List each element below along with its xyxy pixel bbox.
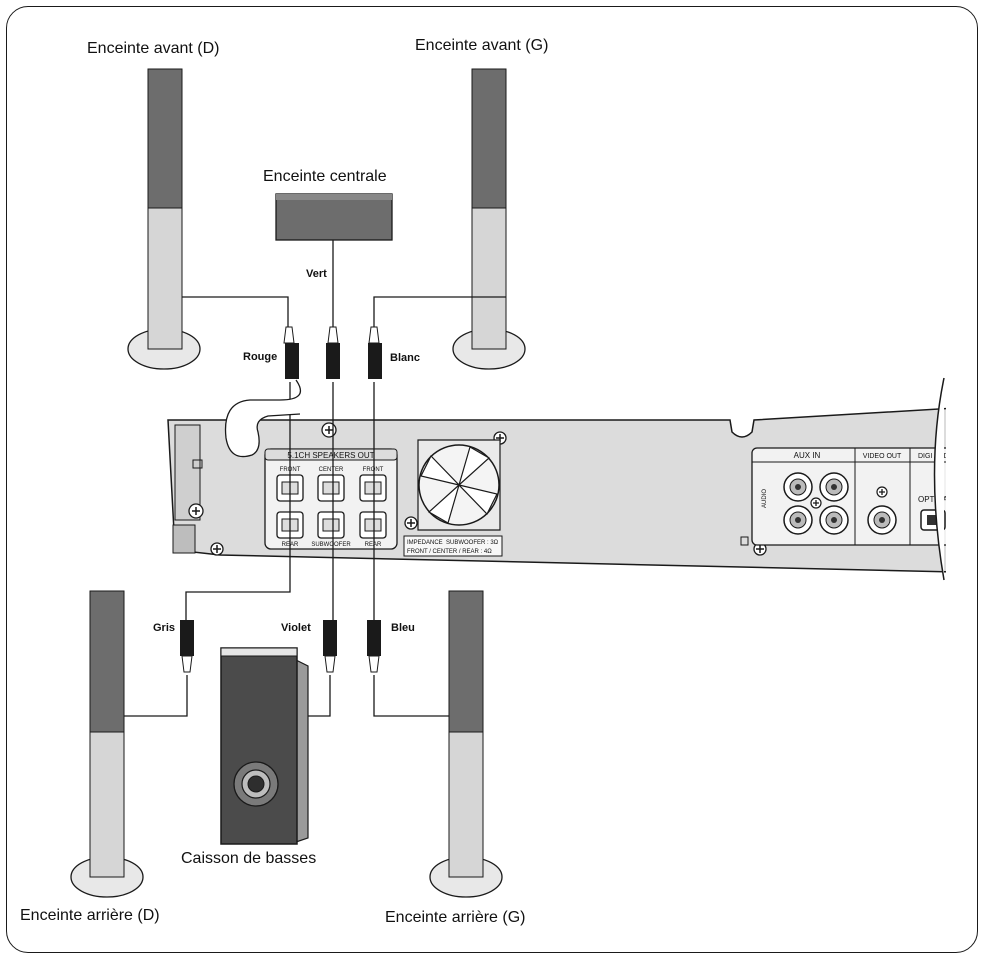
connector-subwoofer: [323, 620, 337, 673]
label-front-left-speaker: Enceinte avant (G): [415, 37, 549, 54]
aux-video-panel: AUX IN VIDEO OUT DIGI AUDI OPTICAL AUDIO: [740, 447, 968, 546]
receiver-unit: 5.1CH SPEAKERS OUT FRONT CENTER FRONT RE…: [167, 407, 968, 573]
impedance-others: FRONT / CENTER / REAR : 4Ω: [407, 549, 492, 555]
wire-front-right: [182, 296, 289, 327]
wire-label-rear-left: Bleu: [391, 622, 415, 634]
speaker-terminal-rear-right[interactable]: [359, 511, 387, 539]
receiver-cutoff-edge: [933, 377, 945, 581]
label-center-speaker: Enceinte centrale: [263, 168, 387, 185]
terminal-label-center: CENTER: [319, 467, 344, 473]
cable-loop: [224, 379, 301, 458]
wire-front-left: [373, 296, 506, 327]
label-rear-right-speaker: Enceinte arrière (D): [20, 907, 160, 924]
connector-rear-right: [180, 620, 194, 673]
video-out-jack-icon[interactable]: [867, 505, 897, 535]
wire-rear-right-run: [185, 382, 291, 620]
diagram-frame: [6, 6, 978, 953]
impedance-label-box: IMPEDANCE SUBWOOFER : 3Ω FRONT / CENTER …: [403, 535, 503, 557]
receiver-cutoff-mask: [946, 376, 976, 586]
wire-label-front-left: Blanc: [390, 352, 420, 364]
wire-label-rear-right: Gris: [153, 622, 176, 634]
connector-front-left: [368, 326, 382, 379]
label-subwoofer: Caisson de basses: [181, 850, 317, 867]
connector-rear-left: [367, 620, 381, 673]
aux-in-label: AUX IN: [794, 451, 821, 460]
wire-label-front-right: Rouge: [243, 351, 278, 363]
terminal-label-front-right: FRONT: [363, 467, 384, 473]
wire-rear-left: [373, 675, 449, 717]
screw-icon: [876, 486, 888, 498]
front-left-speaker: [452, 68, 526, 370]
label-rear-left-speaker: Enceinte arrière (G): [385, 909, 526, 926]
wire-subwoofer: [308, 675, 331, 717]
front-right-speaker: [127, 68, 201, 370]
screw-icon: [321, 422, 337, 438]
screw-icon: [404, 516, 418, 530]
wire-label-center: Vert: [306, 268, 327, 280]
wire-label-subwoofer: Violet: [281, 622, 311, 634]
speakers-out-panel: 5.1CH SPEAKERS OUT FRONT CENTER FRONT RE…: [264, 448, 398, 550]
impedance-subwoofer: SUBWOOFER : 3Ω: [446, 540, 499, 546]
speakers-out-label: 5.1CH SPEAKERS OUT: [287, 451, 374, 460]
speaker-terminal-center[interactable]: [317, 474, 345, 502]
screw-icon: [753, 542, 767, 556]
speaker-wires: [124, 240, 506, 717]
screw-icon: [188, 503, 204, 519]
rear-right-speaker: [70, 590, 144, 898]
aux-in-jack-icon[interactable]: [819, 505, 849, 535]
audio-label: AUDIO: [762, 489, 768, 508]
aux-in-jack-icon[interactable]: [783, 472, 813, 502]
connector-front-right: [283, 326, 299, 379]
subwoofer-speaker: [220, 647, 309, 845]
video-out-label: VIDEO OUT: [863, 453, 902, 460]
center-speaker: [275, 193, 393, 241]
connector-center: [326, 326, 340, 379]
terminal-label-subwoofer: SUBWOOFER: [311, 542, 351, 548]
label-front-right-speaker: Enceinte avant (D): [87, 40, 220, 57]
cooling-fan-icon: [417, 439, 501, 531]
screw-icon: [210, 542, 224, 556]
aux-in-jack-icon[interactable]: [783, 505, 813, 535]
speaker-terminal-subwoofer[interactable]: [317, 511, 345, 539]
aux-in-jack-icon[interactable]: [819, 472, 849, 502]
impedance-label: IMPEDANCE: [407, 540, 443, 546]
rear-left-speaker: [429, 590, 503, 898]
screw-icon: [810, 497, 822, 509]
wire-rear-right: [124, 675, 188, 717]
terminal-label-rear-right: REAR: [365, 542, 382, 548]
speaker-terminal-front-right[interactable]: [359, 474, 387, 502]
